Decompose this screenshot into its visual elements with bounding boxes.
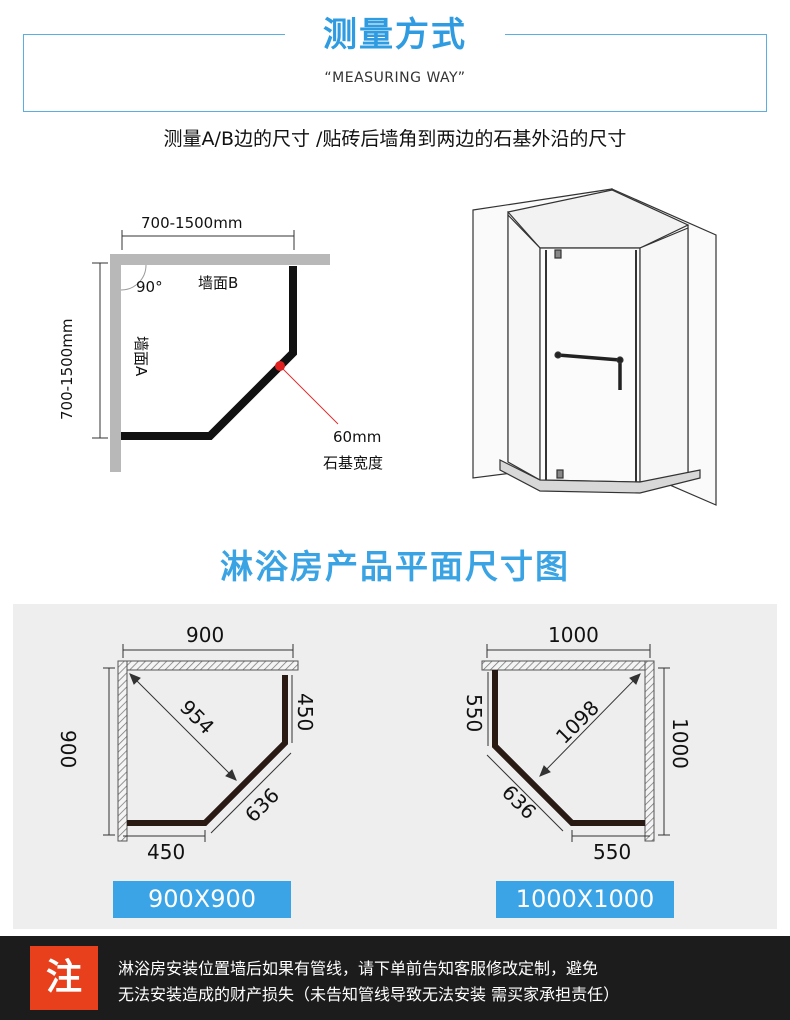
plan-1000-bottom: 550 xyxy=(593,840,632,864)
plan-1000-top: 1000 xyxy=(548,623,599,647)
page-title: 测量方式 xyxy=(285,10,505,60)
plan-900-right: 450 xyxy=(293,693,317,732)
notice-line-2: 无法安装造成的财产损失（未告知管线导致无法安装 需买家承担责任） xyxy=(118,985,620,1004)
size-tag-900: 900X900 xyxy=(113,881,291,918)
footer-notice: 注 淋浴房安装位置墙后如果有管线，请下单前告知客服修改定制，避免 无法安装造成的… xyxy=(0,936,790,1020)
plan-900-top: 900 xyxy=(186,623,225,647)
note-badge: 注 xyxy=(30,946,98,1010)
angle-label: 90° xyxy=(136,278,163,296)
base-width-value: 60mm xyxy=(333,428,382,446)
wall-a-bar xyxy=(110,254,121,472)
plan-section-title: 淋浴房产品平面尺寸图 xyxy=(220,547,570,586)
size-tag-1000: 1000X1000 xyxy=(496,881,674,918)
base-marker-dot xyxy=(275,361,285,371)
notice-line-1: 淋浴房安装位置墙后如果有管线，请下单前告知客服修改定制，避免 xyxy=(118,959,599,978)
measure-instruction: 测量A/B边的尺寸 /贴砖后墙角到两边的石基外沿的尺寸 xyxy=(163,128,627,150)
wall-b-bar xyxy=(110,254,330,265)
plan-1000-drawing xyxy=(481,644,670,842)
plan-1000-right: 1000 xyxy=(668,718,692,769)
base-width-label: 石基宽度 xyxy=(323,454,384,472)
page-subtitle: “MEASURING WAY” xyxy=(324,70,466,86)
plan-diagrams xyxy=(103,644,670,842)
plan-900-drawing xyxy=(103,644,299,842)
measure-diagram xyxy=(92,188,717,506)
shower-illustration xyxy=(472,188,717,506)
plan-1000-left: 550 xyxy=(462,694,486,733)
plan-900-left: 900 xyxy=(56,730,80,769)
wall-b-label: 墙面B xyxy=(198,274,239,292)
top-dimension-label: 700-1500mm xyxy=(141,214,243,232)
plan-900-bottom: 450 xyxy=(147,840,186,864)
